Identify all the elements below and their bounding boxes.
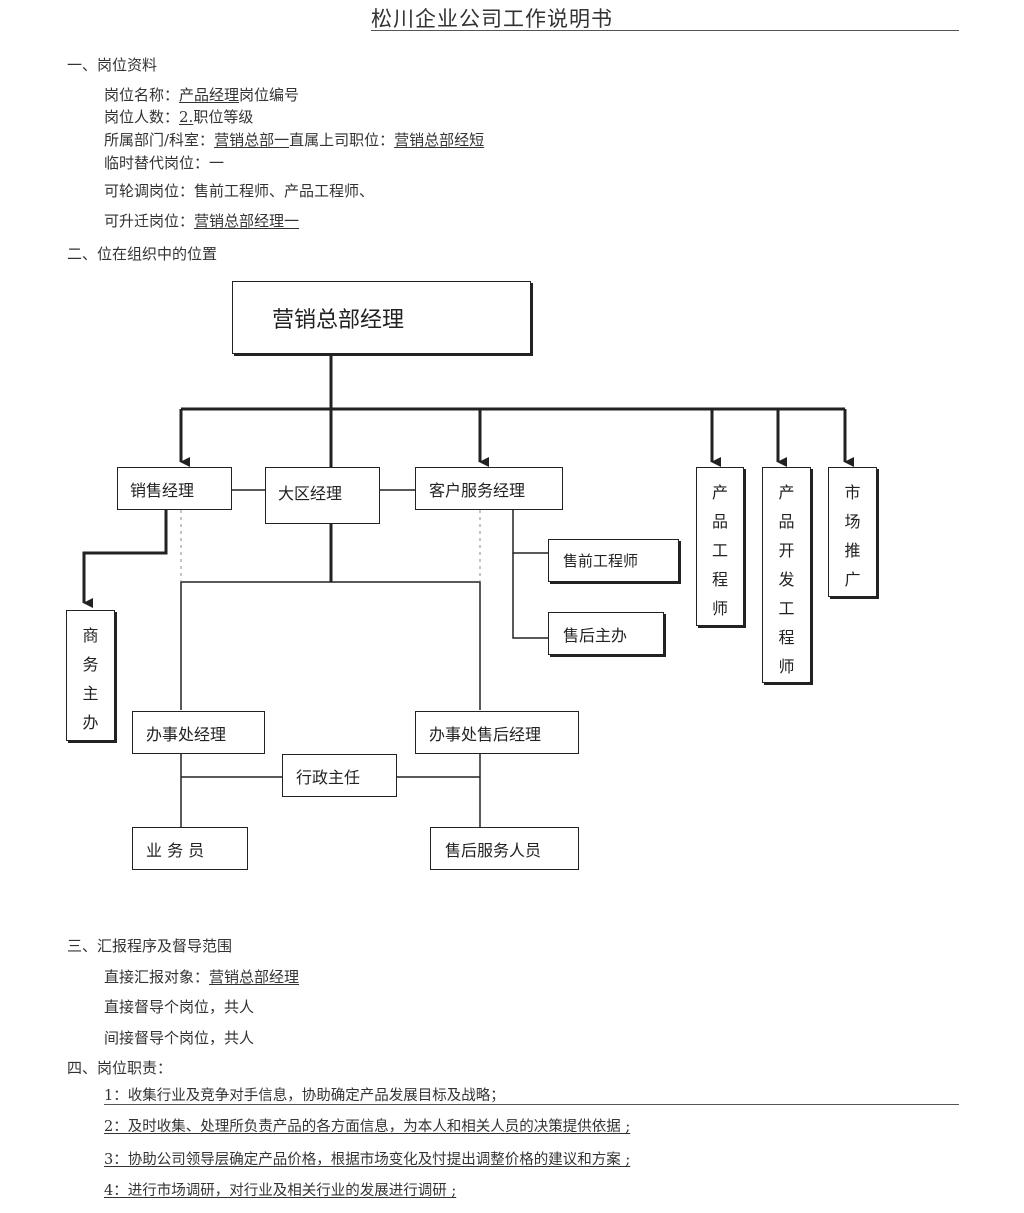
duty-item: 3：协助公司领导层确定产品价格，根据市场变化及忖提出调整价格的建议和方案 ; <box>104 1152 631 1168</box>
org-box-admin-director: 行政主任 <box>282 754 397 797</box>
duty-rule <box>104 1104 959 1105</box>
headcount-label: 岗位人数： <box>104 108 180 126</box>
dept-value: 营销总部一 <box>214 131 290 149</box>
direct-report-value: 营销总部经理 <box>209 968 300 986</box>
org-box-product-dev-engineer: 产 品 开 发 工 程 师 <box>762 467 811 683</box>
char: 务 <box>82 655 99 674</box>
post-name-row: 岗位名称：产品经理岗位编号 <box>104 84 299 105</box>
duty-item: 1：收集行业及竞争对手信息，协助确定产品发展目标及战略； <box>104 1088 505 1104</box>
org-box-aftersales-officer: 售后主办 <box>548 612 664 655</box>
superior-label: 直属上司职位： <box>289 131 395 149</box>
title-rule <box>371 30 959 31</box>
org-box-business-assistant: 商 务 主 办 <box>66 610 115 741</box>
org-box-aftersales-staff: 售后服务人员 <box>430 827 579 870</box>
rotation-value: 售前工程师、产品工程师、 <box>194 182 375 200</box>
char: 工 <box>711 541 728 560</box>
substitute-label: 临时替代岗位： <box>104 154 210 172</box>
char: 工 <box>778 599 795 618</box>
headcount-value: 2. <box>179 108 194 126</box>
section4-heading: 四、岗位职责： <box>67 1059 173 1077</box>
direct-report-row: 直接汇报对象：营销总部经理 <box>104 966 299 987</box>
char: 品 <box>711 512 728 531</box>
char: 办 <box>82 713 99 732</box>
char: 程 <box>778 628 795 647</box>
section2-heading: 二、位在组织中的位置 <box>67 245 218 263</box>
promotion-label: 可升迁岗位： <box>104 212 195 230</box>
dept-label: 所属部门/科室： <box>104 131 215 149</box>
indirect-supervise-row: 间接督导个岗位，共人 <box>104 1029 255 1047</box>
grade-label: 职位等级 <box>193 108 254 126</box>
direct-report-label: 直接汇报对象： <box>104 968 210 986</box>
document-title: 松川企业公司工作说明书 <box>371 7 613 31</box>
org-box-marketing: 市 场 推 广 <box>828 467 877 597</box>
org-box-sales-manager: 销售经理 <box>117 467 232 510</box>
org-box-office-aftersales-manager: 办事处售后经理 <box>415 711 579 754</box>
rotation-label: 可轮调岗位： <box>104 182 195 200</box>
org-box-cs-manager: 客户服务经理 <box>415 467 563 510</box>
post-name-value: 产品经理 <box>179 86 240 104</box>
org-box-region-manager: 大区经理 <box>265 467 380 524</box>
org-box-marketing-director: 营销总部经理 <box>232 281 531 354</box>
char: 产 <box>711 483 728 502</box>
substitute-row: 临时替代岗位：一 <box>104 152 224 173</box>
direct-supervise-row: 直接督导个岗位，共人 <box>104 998 255 1016</box>
headcount-row: 岗位人数：2.职位等级 <box>104 106 253 127</box>
post-code-label: 岗位编号 <box>239 86 300 104</box>
org-box-presales-engineer: 售前工程师 <box>548 539 679 582</box>
char: 广 <box>844 570 861 589</box>
section1-heading: 一、岗位资料 <box>67 56 158 74</box>
rotation-row: 可轮调岗位：售前工程师、产品工程师、 <box>104 180 374 201</box>
char: 商 <box>82 626 99 645</box>
duty-item: 2：及时收集、处理所负责产品的各方面信息，为本人和相关人员的决策提供依据 ; <box>104 1119 631 1135</box>
org-box-office-manager: 办事处经理 <box>132 711 265 754</box>
char: 开 <box>778 541 795 560</box>
char: 品 <box>778 512 795 531</box>
char: 主 <box>82 684 99 703</box>
org-box-product-engineer: 产 品 工 程 师 <box>696 467 744 626</box>
char: 程 <box>711 570 728 589</box>
char: 场 <box>844 512 861 531</box>
duty-item: 4：进行市场调研，对行业及相关行业的发展进行调研 ; <box>104 1183 457 1199</box>
promotion-row: 可升迁岗位：营销总部经理一 <box>104 210 299 231</box>
post-name-label: 岗位名称： <box>104 86 180 104</box>
arrow-business-assistant <box>82 510 168 608</box>
char: 产 <box>778 483 795 502</box>
section3-heading: 三、汇报程序及督导范围 <box>67 937 233 955</box>
promotion-value: 营销总部经理一 <box>194 212 300 230</box>
char: 发 <box>778 570 795 589</box>
char: 师 <box>711 599 728 618</box>
char: 师 <box>778 657 795 676</box>
dept-row: 所属部门/科室：营销总部一直属上司职位：营销总部经短 <box>104 129 484 150</box>
org-box-salesperson: 业 务 员 <box>132 827 248 870</box>
char: 推 <box>844 541 861 560</box>
substitute-value: 一 <box>209 154 225 172</box>
char: 市 <box>844 483 861 502</box>
superior-value: 营销总部经短 <box>394 131 485 149</box>
